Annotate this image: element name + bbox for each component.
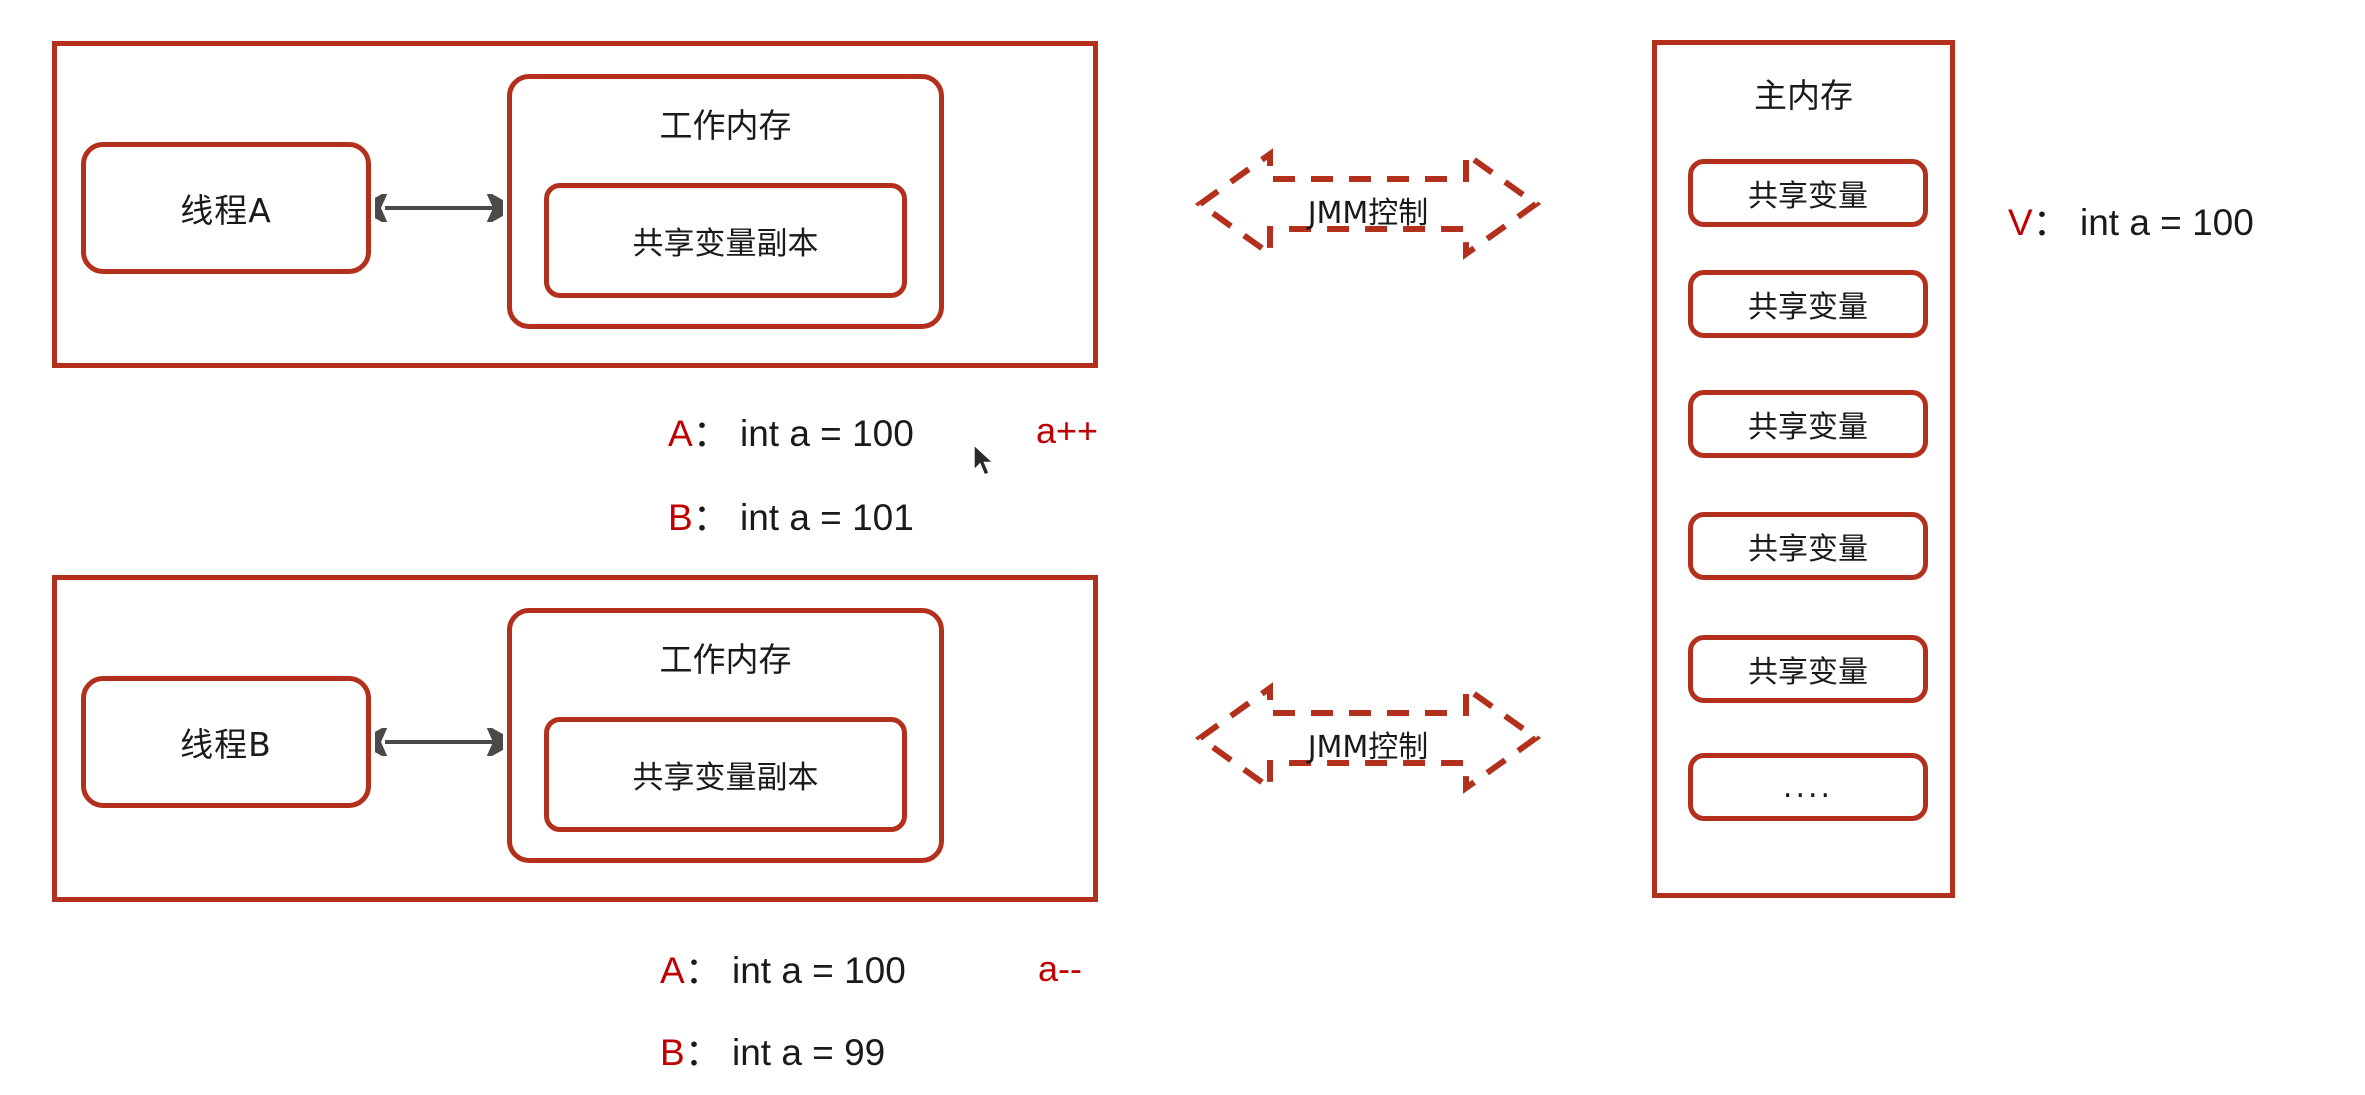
main-memory-variable-label: 共享变量: [1748, 179, 1868, 214]
main-memory-variable-box: 共享变量: [1688, 512, 1928, 580]
jmm-control-arrow-a: JMM控制: [1158, 138, 1578, 270]
thread-b-eq1-expr: int a = 100: [731, 950, 906, 991]
main-memory-variable-label: 共享变量: [1748, 290, 1868, 325]
main-memory-variable-label: ....: [1782, 769, 1834, 805]
thread-b-eq2-key: B: [660, 1032, 685, 1073]
thread-a-label: 线程A: [180, 191, 272, 230]
thread-b-working-memory-title: 工作内存: [659, 640, 792, 679]
main-memory-variable-label: 共享变量: [1748, 532, 1868, 567]
thread-b-eq2-separator: ：: [684, 1032, 722, 1073]
main-memory-note-separator: ：: [2032, 202, 2070, 243]
thread-b-equation-line-2: B： int a = 99: [660, 1022, 885, 1076]
thread-a-memory-arrow: [357, 190, 517, 226]
thread-b-shared-copy-box: 共享变量副本: [544, 717, 907, 832]
thread-a-operation: a++: [1036, 410, 1099, 451]
main-memory-variable-box: 共享变量: [1688, 635, 1928, 703]
thread-b-container: 线程B 工作内存 共享变量副本: [52, 575, 1098, 902]
thread-b-operation: a--: [1038, 948, 1082, 989]
thread-a-eq2-expr: int a = 101: [739, 497, 914, 538]
main-memory-container: 主内存 共享变量 共享变量 共享变量 共享变量 共享变量 ....: [1652, 40, 1955, 898]
thread-b-eq1-key: A: [660, 950, 685, 991]
thread-b-equation-line-1: A： int a = 100: [660, 940, 906, 994]
thread-b-box: 线程B: [81, 676, 371, 808]
thread-b-label: 线程B: [180, 725, 272, 764]
main-memory-variable-label: 共享变量: [1748, 410, 1868, 445]
thread-a-container: 线程A 工作内存 共享变量副本: [52, 41, 1098, 368]
thread-b-shared-copy-label: 共享变量副本: [632, 760, 819, 796]
jmm-control-label-b: JMM控制: [1307, 730, 1429, 765]
thread-a-eq2-key: B: [668, 497, 693, 538]
thread-a-eq1-separator: ：: [692, 413, 730, 454]
thread-a-box: 线程A: [81, 142, 371, 274]
thread-a-working-memory-box: 工作内存 共享变量副本: [507, 74, 944, 329]
thread-a-eq1-expr: int a = 100: [739, 413, 914, 454]
main-memory-title: 主内存: [1754, 76, 1853, 115]
thread-a-equation-line-2: B： int a = 101: [668, 487, 914, 541]
main-memory-note-expr: int a = 100: [2079, 202, 2254, 243]
thread-a-shared-copy-label: 共享变量副本: [632, 226, 819, 262]
thread-b-eq1-separator: ：: [684, 950, 722, 991]
thread-a-working-memory-title: 工作内存: [659, 106, 792, 145]
main-memory-variable-label: 共享变量: [1748, 655, 1868, 690]
thread-b-working-memory-box: 工作内存 共享变量副本: [507, 608, 944, 863]
thread-b-memory-arrow: [357, 724, 517, 760]
mouse-cursor: [972, 443, 998, 481]
main-memory-variable-box: 共享变量: [1688, 270, 1928, 338]
main-memory-variable-box: 共享变量: [1688, 159, 1928, 227]
jmm-control-arrow-b: JMM控制: [1158, 672, 1578, 804]
main-memory-variable-box: ....: [1688, 753, 1928, 821]
thread-a-shared-copy-box: 共享变量副本: [544, 183, 907, 298]
thread-b-eq2-expr: int a = 99: [731, 1032, 886, 1073]
main-memory-variable-box: 共享变量: [1688, 390, 1928, 458]
thread-a-eq1-key: A: [668, 413, 693, 454]
jmm-control-label-a: JMM控制: [1307, 196, 1429, 231]
main-memory-note-key: V: [2008, 202, 2033, 243]
main-memory-note: V： int a = 100: [2008, 192, 2254, 246]
thread-a-equation-line-1: A： int a = 100: [668, 403, 914, 457]
thread-a-eq2-separator: ：: [692, 497, 730, 538]
